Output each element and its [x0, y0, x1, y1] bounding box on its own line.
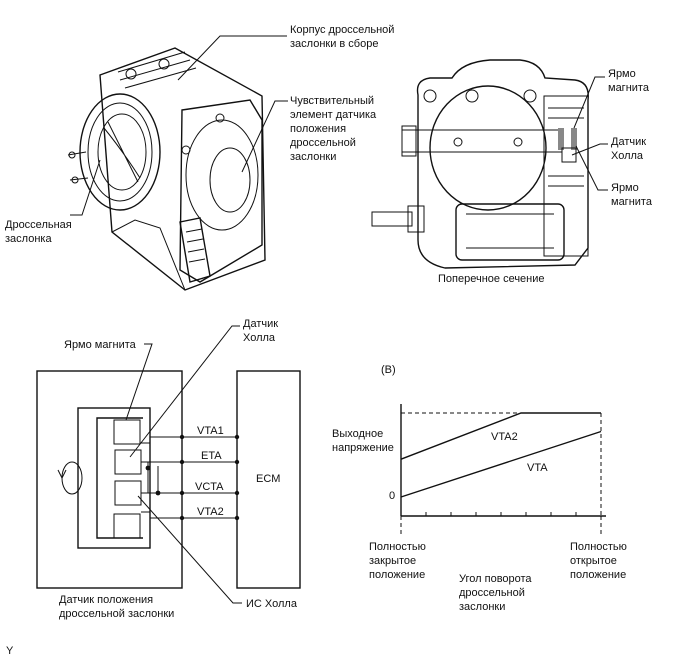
yoke-bottom-leader: [575, 145, 608, 191]
series-line-vta2: [400, 412, 601, 460]
terminal-vta2: VTA2: [197, 506, 224, 518]
valve-leader: [70, 159, 101, 216]
cross-section-illustration: [371, 59, 589, 269]
footer-code: Y: [6, 645, 14, 657]
yoke-circuit-label: Ярмо магнита: [64, 339, 137, 351]
hall-sensor-top-leader: [571, 143, 608, 156]
chart-ylabel: Выходное напряжение: [332, 428, 394, 454]
hall-ic-leader: [137, 495, 242, 604]
circuit-diagram: [36, 370, 301, 589]
chart-x-left-label: Полностью закрытое положение: [369, 541, 429, 581]
series-line-vta: [400, 430, 602, 498]
terminal-vta1: VTA1: [197, 425, 224, 437]
throttle-body-illustration: [67, 47, 266, 291]
yoke-top-leader: [573, 76, 605, 129]
magnet-yoke-top: [113, 419, 141, 445]
chart-x-ticks: [425, 512, 577, 516]
yoke-top-label: Ярмо магнита: [608, 68, 650, 94]
hall-sensor-circuit-leader: [129, 325, 240, 458]
chart-panel-label: (B): [381, 364, 396, 376]
hall-sensor-circuit-label: Датчик Холла: [243, 318, 281, 344]
hall-sensor-label-top: Датчик Холла: [611, 136, 649, 162]
yoke-circuit-leader: [125, 343, 153, 421]
magnet-yoke-bottom: [113, 513, 141, 539]
terminal-eta: ETA: [201, 450, 222, 462]
hall-ic-label: ИС Холла: [246, 598, 298, 610]
ecm-box: [236, 370, 301, 589]
sensor-box: [36, 370, 183, 589]
series-label-vta: VTA: [527, 462, 548, 474]
assembly-label: Корпус дроссельной заслонки в сборе: [290, 24, 398, 50]
ecm-label: ECM: [256, 473, 280, 485]
yoke-bottom-label: Ярмо магнита: [611, 182, 653, 208]
series-label-vta2: VTA2: [491, 431, 518, 443]
hall-ic-1: [114, 449, 142, 475]
output-chart: (B) Выходное напряжение 0 VTA2 VTA Полно…: [332, 364, 630, 613]
sensor-element-leader: [241, 100, 288, 173]
sensor-caption: Датчик положения дроссельной заслонки: [59, 594, 174, 620]
valve-label: Дроссельная заслонка: [5, 219, 75, 245]
chart-x-right-label: Полностью открытое положение: [570, 541, 630, 581]
hall-ic-2: [114, 480, 142, 506]
chart-y-zero: 0: [389, 490, 395, 502]
sensor-element-label: Чувствительный элемент датчика положения…: [290, 95, 379, 163]
terminal-vcta: VCTA: [195, 481, 224, 493]
cross-section-caption: Поперечное сечение: [438, 273, 545, 285]
assembly-leader: [177, 35, 287, 81]
chart-xlabel: Угол поворота дроссельной заслонки: [459, 573, 535, 613]
